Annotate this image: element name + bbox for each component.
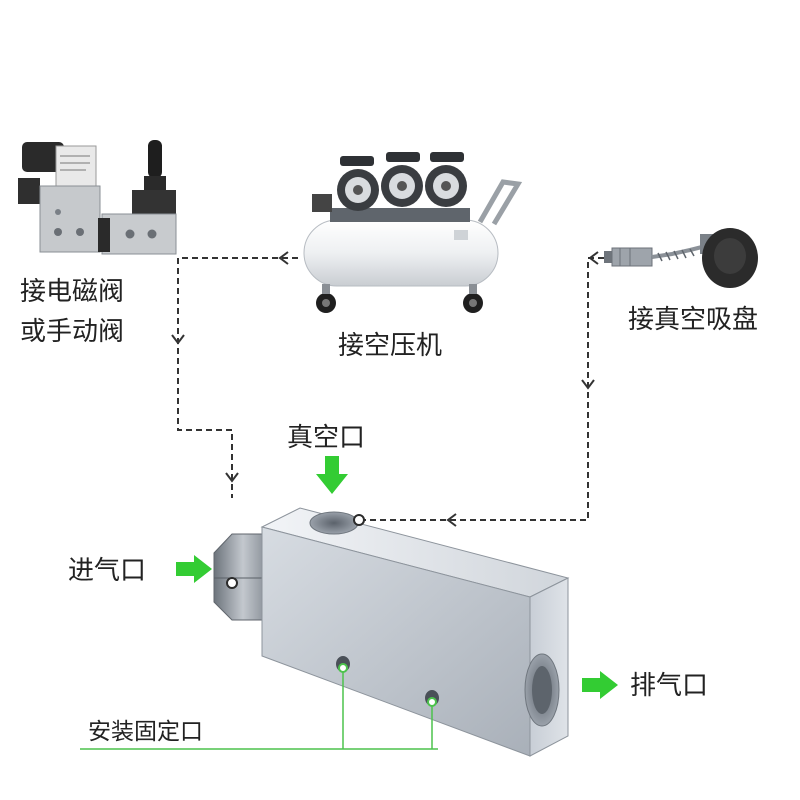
arrow-head: [171, 334, 185, 345]
valves-icon: [18, 140, 177, 255]
compressor-label: 接空压机: [338, 331, 443, 361]
connection-lines: [177, 257, 604, 521]
manual-valve-icon: [98, 140, 177, 255]
solenoid-valve-icon: [18, 142, 101, 253]
inlet-arrow-icon: [176, 555, 212, 583]
arrow-head: [581, 379, 595, 390]
arrow-head: [225, 472, 239, 483]
vacuum-arrow-icon: [316, 456, 348, 494]
vacuum-port-label: 真空口: [287, 423, 366, 453]
vacuum-port-hole: [309, 511, 359, 535]
flow-arrows: [171, 251, 599, 527]
suction-cup-icon: [604, 228, 758, 288]
mounting-leaders: [80, 668, 438, 750]
mounting-label: 安装固定口: [88, 719, 203, 745]
valve-label-line2: 或手动阀: [20, 317, 125, 347]
arrow-head: [278, 251, 289, 265]
green-arrows: [176, 456, 618, 699]
air-compressor-icon: [303, 152, 523, 313]
suction-line: [360, 257, 604, 521]
exhaust-label: 排气口: [630, 671, 709, 701]
vacuum-generator-body: [213, 507, 570, 757]
arrow-head: [446, 513, 457, 527]
suction-cup-label: 接真空吸盘: [628, 305, 759, 335]
air-inlet-label: 进气口: [68, 556, 147, 586]
compressor-line: [177, 257, 298, 498]
exhaust-arrow-icon: [582, 671, 618, 699]
arrow-head: [588, 251, 599, 265]
valve-label-line1: 接电磁阀: [20, 277, 125, 307]
